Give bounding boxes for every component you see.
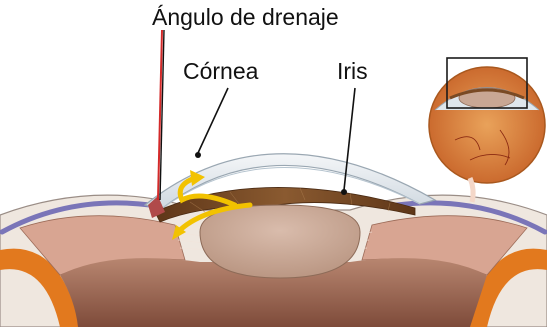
label-drainage-angle: Ángulo de drenaje (152, 6, 339, 29)
lens (200, 205, 360, 278)
label-iris: Iris (337, 60, 368, 83)
label-cornea: Córnea (183, 60, 258, 83)
leader-cornea (198, 88, 228, 153)
inset-eye-icon (429, 58, 545, 202)
